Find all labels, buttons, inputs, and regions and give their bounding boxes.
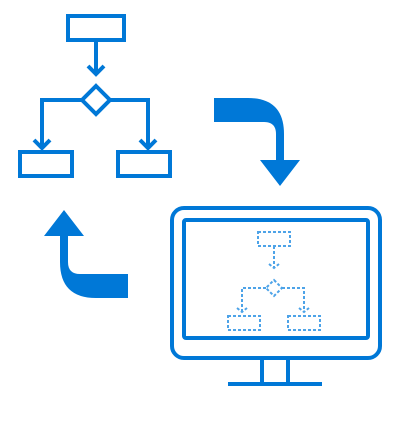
mini-left-arrowhead bbox=[236, 307, 248, 314]
arrow-up-left-icon bbox=[44, 210, 128, 298]
flowchart-arrowhead bbox=[86, 64, 106, 77]
mini-right-arrowhead bbox=[298, 307, 310, 314]
flowchart-icon bbox=[18, 14, 172, 178]
flowchart-right-arrowhead bbox=[138, 138, 158, 151]
flowchart-left-branch bbox=[40, 98, 82, 148]
monitor-screen bbox=[182, 218, 370, 340]
monitor-flowchart-icon bbox=[227, 231, 321, 331]
mini-start-box bbox=[257, 231, 291, 247]
mini-right-box bbox=[287, 315, 321, 331]
monitor-icon bbox=[170, 206, 382, 386]
mini-decision-diamond bbox=[264, 278, 284, 298]
flowchart-right-box bbox=[116, 150, 172, 178]
mini-arrowhead bbox=[268, 263, 280, 270]
monitor-frame bbox=[170, 206, 382, 360]
arrow-right-down-icon bbox=[214, 98, 300, 186]
flowchart-start-box bbox=[66, 14, 126, 42]
flowchart-decision-diamond bbox=[79, 83, 113, 117]
mini-right-branch bbox=[282, 287, 305, 312]
mini-left-branch bbox=[241, 287, 266, 312]
flowchart-left-box bbox=[18, 150, 74, 178]
flowchart-left-arrowhead bbox=[32, 138, 52, 151]
mini-left-box bbox=[227, 315, 261, 331]
flowchart-right-branch bbox=[110, 98, 150, 148]
